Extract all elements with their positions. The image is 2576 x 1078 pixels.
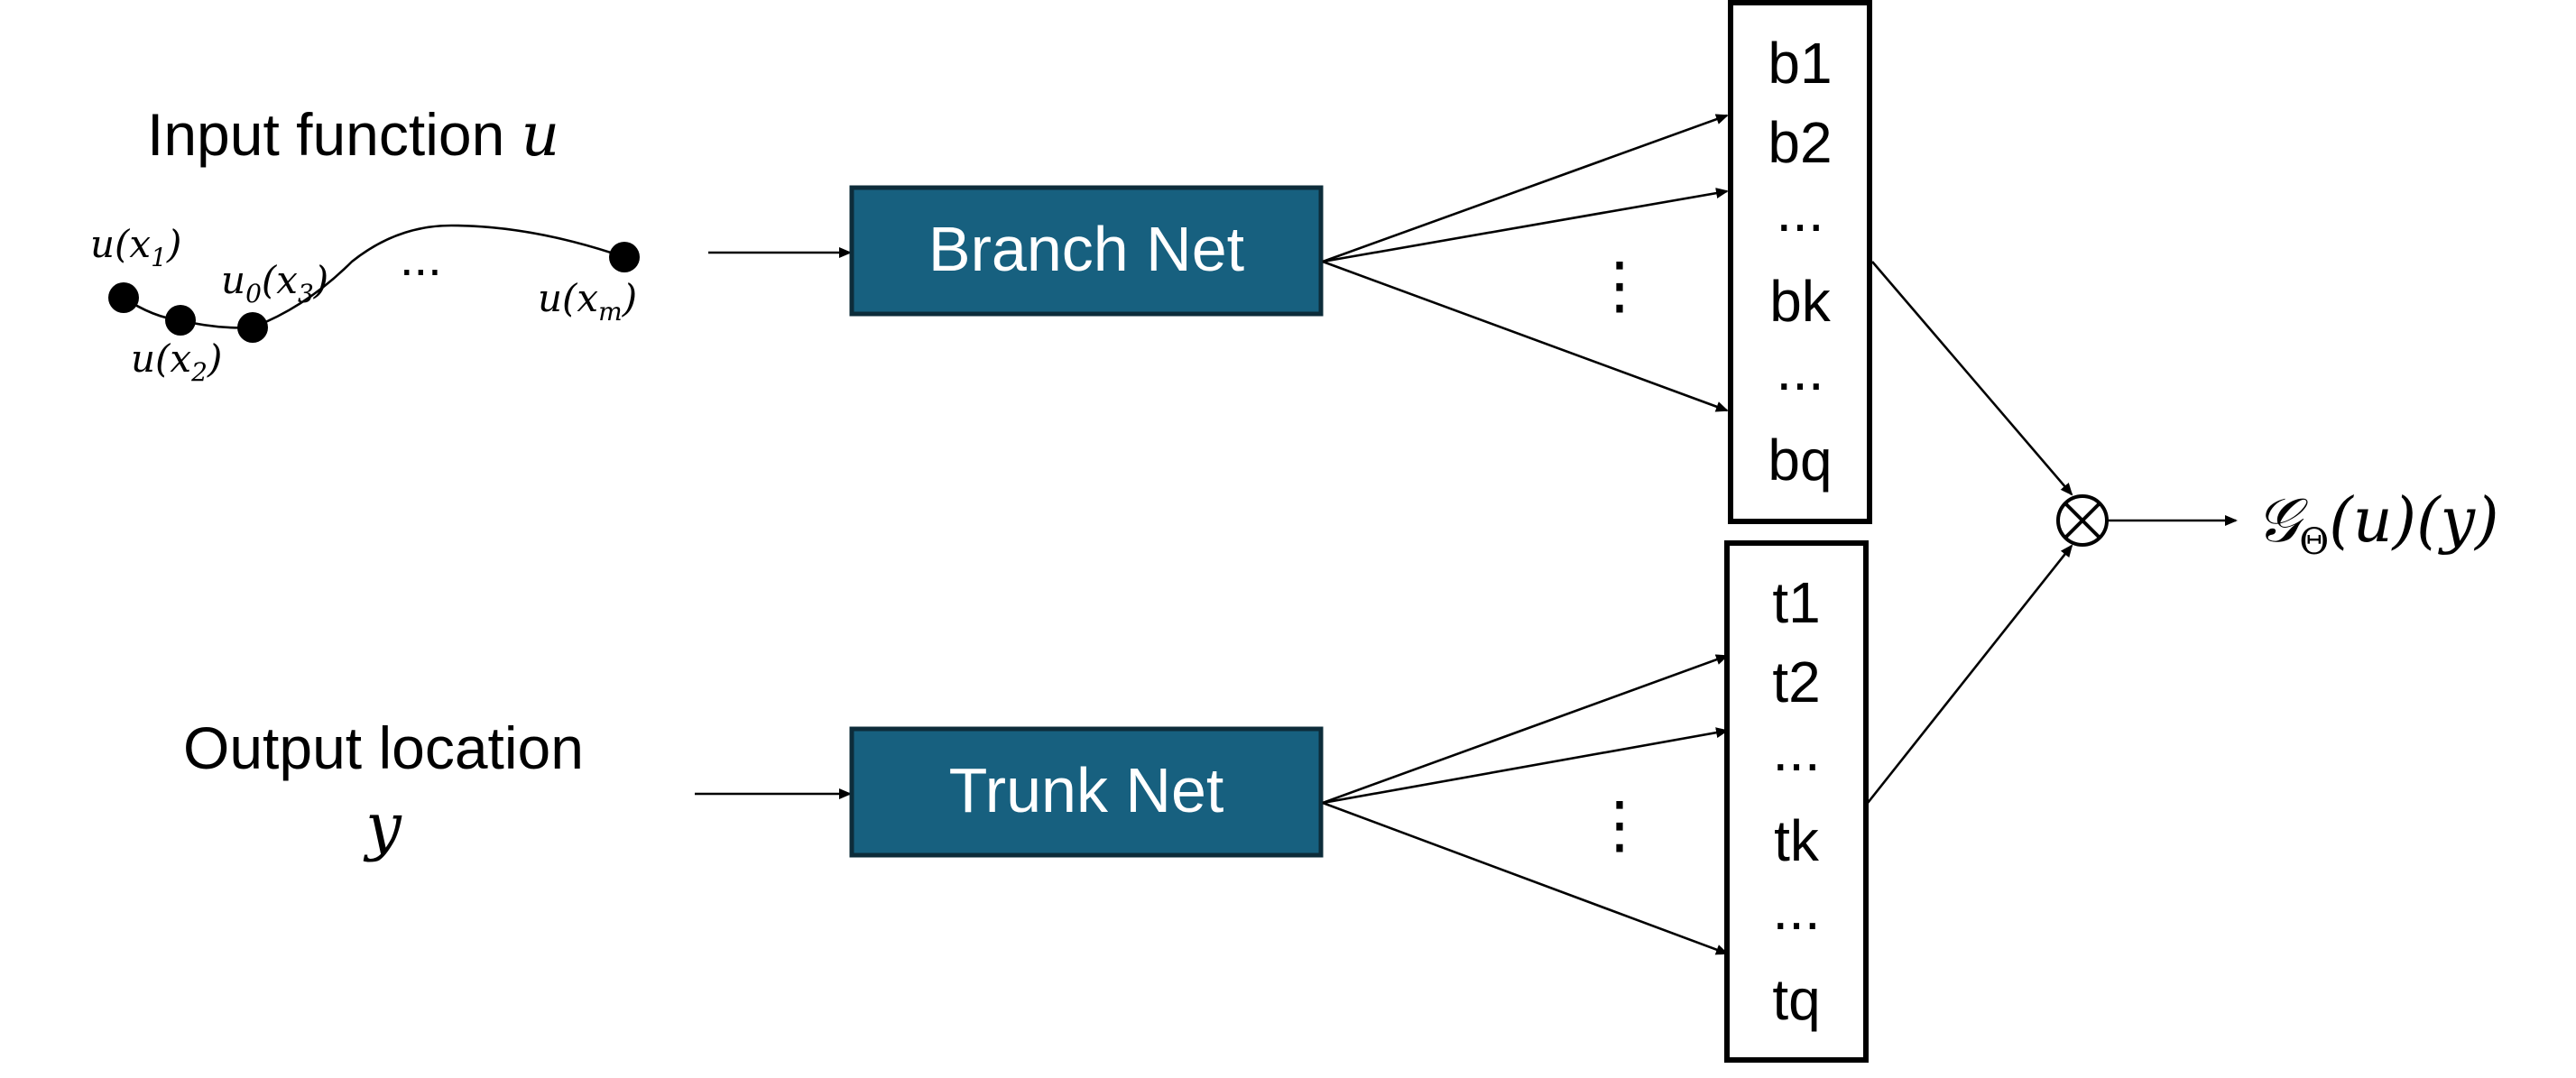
arrow-branch-to-bq xyxy=(1322,260,1729,412)
sample-label-x3: u0(x3) xyxy=(221,258,328,309)
arrow-trunk-to-tq xyxy=(1322,801,1729,955)
branch-vector-entry-b2: b2 xyxy=(1768,110,1832,175)
trunk-net-label: Trunk Net xyxy=(949,755,1224,825)
sample-point-x2 xyxy=(165,305,196,336)
arrow-branch-to-b1 xyxy=(1322,114,1729,263)
sample-label-xm: u(xm) xyxy=(538,276,637,327)
trunk-fanout-ellipsis: ⋮ xyxy=(1588,789,1651,860)
sample-label-x1: u(x1) xyxy=(90,222,181,272)
arrow-trunk-to-t2 xyxy=(1322,727,1729,805)
branch-net-box xyxy=(849,185,1324,317)
trunk-vector-entry-tk: tk xyxy=(1774,808,1820,873)
input-function-label: Input function u xyxy=(147,100,559,170)
branch-vector-entry-bk: bk xyxy=(1769,269,1832,334)
arrow-branch-to-b2 xyxy=(1322,188,1729,263)
arrow-trunk-to-t1 xyxy=(1322,654,1729,805)
sample-point-xm xyxy=(609,242,640,272)
trunk-vector-ellipsis: ... xyxy=(1772,718,1820,783)
sample-point-x3 xyxy=(237,312,268,343)
trunk-vector-ellipsis: ... xyxy=(1772,877,1820,942)
trunk-vector-entry-tq: tq xyxy=(1772,967,1820,1032)
dot-product-icon xyxy=(2056,494,2109,547)
branch-vector-entry-b1: b1 xyxy=(1768,31,1832,96)
branch-fanout-ellipsis: ⋮ xyxy=(1588,250,1651,320)
trunk-net-box xyxy=(849,726,1324,858)
output-location-var: y xyxy=(363,789,402,863)
sample-ellipsis: ... xyxy=(400,229,442,286)
branch-vector-entry-bq: bq xyxy=(1768,428,1832,493)
trunk-vector-entry-t2: t2 xyxy=(1772,650,1820,714)
trunk-vector-entry-t1: t1 xyxy=(1772,570,1820,635)
sample-point-x1 xyxy=(108,282,139,313)
output-location-label: Output location xyxy=(183,714,584,781)
operator-output-label: 𝒢Θ(u)(y) xyxy=(2256,485,2499,563)
branch-net-label: Branch Net xyxy=(928,214,1244,284)
sample-label-x2: u(x2) xyxy=(131,336,222,387)
branch-vector-ellipsis: ... xyxy=(1776,179,1824,244)
branch-output-vector xyxy=(1728,0,1872,524)
branch-vector-ellipsis: ... xyxy=(1776,337,1824,402)
trunk-output-vector xyxy=(1724,540,1869,1063)
arrow-trunk-to-product xyxy=(1866,544,2073,804)
arrow-branch-to-product xyxy=(1871,261,2073,496)
